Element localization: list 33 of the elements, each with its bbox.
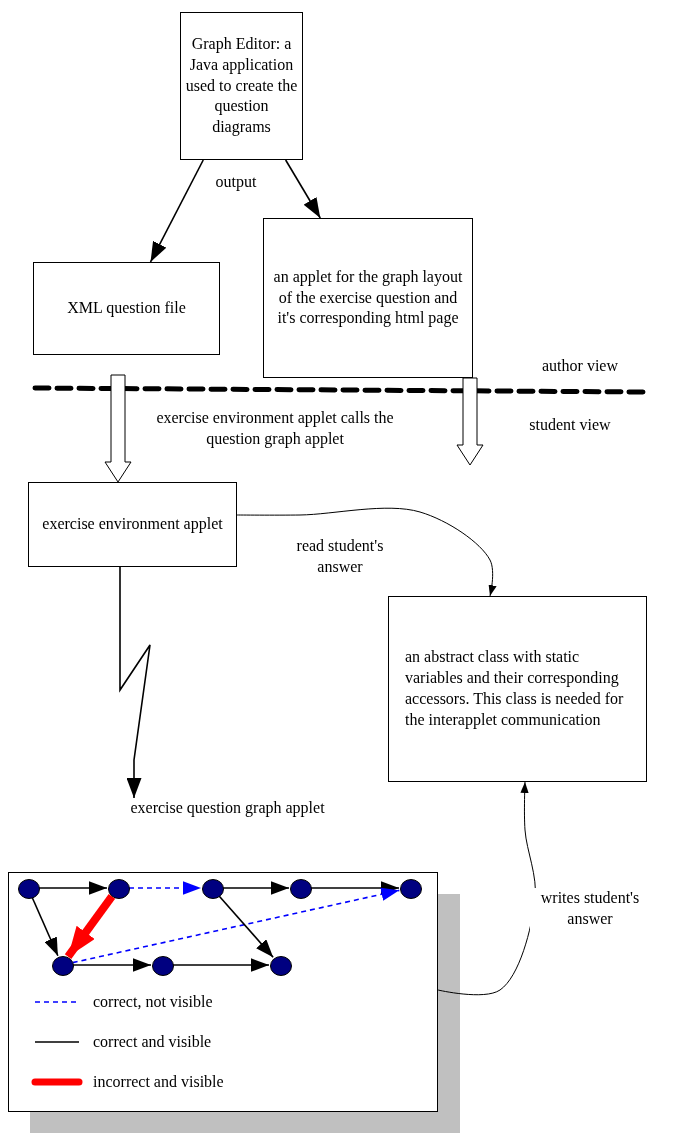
annotation-text: exercise environment applet calls the question graph applet bbox=[155, 408, 395, 450]
arrow bbox=[72, 958, 152, 972]
legend-text: correct, not visible bbox=[93, 993, 213, 1011]
hollow-arrow bbox=[456, 377, 484, 466]
arrow bbox=[149, 159, 205, 263]
arrow bbox=[119, 566, 151, 799]
arrow bbox=[172, 958, 270, 972]
arrow bbox=[64, 894, 116, 959]
arrow bbox=[284, 159, 322, 219]
process-box bbox=[388, 596, 647, 782]
annotation-text: author view bbox=[541, 356, 619, 376]
arrow bbox=[128, 881, 202, 895]
arrow bbox=[31, 896, 59, 957]
box-text: exercise environment applet bbox=[42, 514, 223, 535]
process-box bbox=[263, 218, 473, 378]
component-label: exercise question graph applet bbox=[129, 798, 326, 819]
annotation-text: output bbox=[214, 172, 258, 193]
box-text: an abstract class with static variables and their corresponding accessors. This class is needed for the interapplet communication bbox=[405, 647, 625, 731]
process-box bbox=[28, 482, 237, 567]
box-text: an applet for the graph layout of the exercise question and it's corresponding html page bbox=[272, 266, 464, 329]
arrow bbox=[222, 881, 290, 895]
legend-text: correct and visible bbox=[93, 1033, 212, 1051]
arrow bbox=[218, 895, 274, 958]
hollow-arrow bbox=[104, 374, 132, 483]
legend-text: incorrect and visible bbox=[93, 1073, 224, 1091]
annotation-text: student view bbox=[528, 415, 612, 435]
box-text: Graph Editor: a Java application used to create the question diagrams bbox=[185, 34, 298, 138]
box-text: XML question file bbox=[67, 298, 186, 319]
arrow bbox=[236, 507, 496, 597]
process-box bbox=[33, 262, 220, 355]
arrow bbox=[38, 881, 108, 895]
arrow bbox=[71, 886, 401, 964]
process-box bbox=[180, 12, 303, 160]
